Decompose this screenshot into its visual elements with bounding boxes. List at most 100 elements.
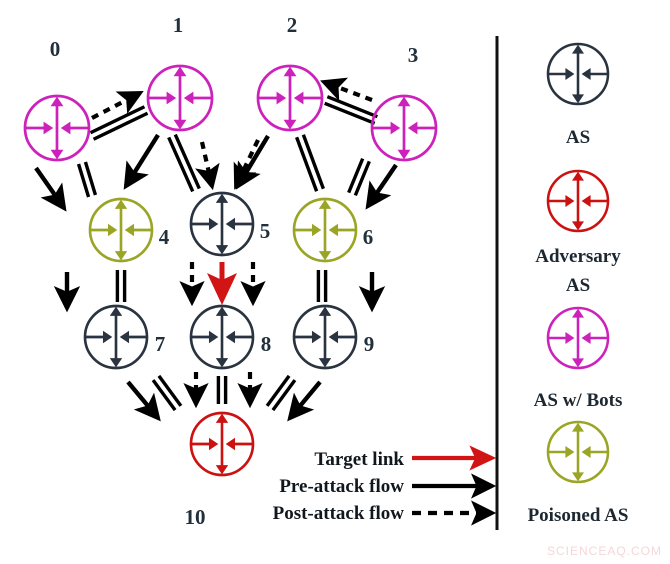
legend-label-poisoned: Poisoned AS (528, 505, 629, 526)
as-node-9[interactable]: 9 (292, 304, 375, 370)
edge-3-to-6-pre-attack (365, 163, 398, 210)
router-circle (292, 304, 358, 370)
arrow-left-head (225, 217, 236, 231)
edge-0-to-1-pre-attack-rail (89, 105, 146, 135)
as-node-7[interactable]: 7 (83, 304, 166, 370)
edge-2-to-6-pre-attack-rail (301, 134, 325, 190)
router-circle (256, 64, 324, 132)
as-node-2[interactable]: 2 (256, 13, 324, 132)
arrow-left-head (407, 121, 418, 135)
edge-9-to-10-pre-attack-rail (271, 379, 297, 412)
arrow-right-head (565, 68, 575, 80)
arrow-up-head (572, 44, 584, 54)
edge-0-to-1-post-attack (91, 91, 144, 120)
edge-0-to-4-pre-attack-rail (76, 163, 91, 198)
router-circle (189, 304, 255, 370)
as-node-6[interactable]: 6 (292, 197, 374, 263)
router-circle (546, 42, 610, 106)
router-glyph-4 (88, 197, 154, 263)
as-node-10[interactable]: 10 (185, 411, 255, 529)
as-node-0[interactable]: 0 (23, 37, 91, 162)
router-glyph-0 (23, 94, 91, 162)
legend-item-poisoned: Poisoned AS (528, 420, 629, 526)
arrow-up-head (215, 193, 229, 203)
arrow-right-head (311, 223, 322, 237)
legend-item-adversary2: AS (566, 275, 590, 296)
arrow-right-head (565, 195, 575, 207)
arrow-up-head (109, 306, 123, 316)
node-label-6: 6 (363, 225, 374, 249)
arrow-up-head (572, 422, 584, 432)
router-circle (146, 64, 214, 132)
arrow-right-head (43, 121, 54, 135)
router-glyph-3 (370, 94, 438, 162)
legend-flow-label-post_attack_flow: Post-attack flow (273, 503, 405, 524)
arrow-down-head (215, 358, 229, 368)
legend-glyph-adversary (546, 169, 610, 233)
router-circle (88, 197, 154, 263)
edge-3-to-6-pre-attack-rail (347, 157, 365, 194)
node-label-7: 7 (155, 332, 166, 356)
arrow-right-head (276, 91, 287, 105)
as-node-3[interactable]: 3 (370, 43, 438, 162)
router-circle (546, 420, 610, 484)
arrow-left-head (293, 91, 304, 105)
arrow-up-head (215, 413, 229, 423)
as-node-1[interactable]: 1 (146, 13, 214, 132)
watermark: SCIENCEAQ.COM (546, 544, 662, 558)
as-node-8[interactable]: 8 (189, 304, 271, 370)
edge-7-to-10-pre-attack-rail (157, 374, 183, 407)
arrow-down-head (572, 358, 584, 368)
arrow-right-head (390, 121, 401, 135)
arrow-up-head (283, 66, 297, 77)
router-glyph-5 (189, 191, 255, 257)
arrow-up-head (318, 199, 332, 209)
edge-9-to-10-pre-attack (287, 380, 322, 422)
router-circle (189, 411, 255, 477)
edge-7-to-10-pre-attack-rail (151, 379, 177, 412)
router-circle (546, 306, 610, 370)
legend-flow-post_attack_flow: Post-attack flow (273, 500, 497, 526)
edge-0-to-1-pre-attack-rail (92, 111, 149, 141)
arrow-down-head (50, 149, 64, 160)
edge-3-to-6-pre-attack-rail (353, 160, 371, 197)
arrow-left-head (581, 195, 591, 207)
legend-label-adversary2: AS (566, 275, 590, 296)
as-node-4[interactable]: 4 (88, 197, 170, 263)
as-node-5[interactable]: 5 (189, 191, 271, 257)
router-circle (292, 197, 358, 263)
router-glyph-10 (189, 411, 255, 477)
node-label-2: 2 (287, 13, 298, 37)
edge-0-to-4-pre-attack (34, 166, 67, 212)
arrow-up-head (50, 96, 64, 107)
legend-flow-pre_attack_flow: Pre-attack flow (279, 473, 497, 499)
edge-0-to-4-pre-attack-rail (83, 161, 98, 196)
router-circle (83, 304, 149, 370)
arrow-left-head (328, 223, 339, 237)
edge-7-to-10-pre-attack (126, 380, 161, 422)
arrow-down-head (318, 251, 332, 261)
router-circle (370, 94, 438, 162)
edge-9-to-10-pre-attack-rail (265, 374, 291, 407)
arrow-up-head (173, 66, 187, 77)
arrow-right-head (311, 330, 322, 344)
legend-glyph-as (546, 42, 610, 106)
arrow-right-head (102, 330, 113, 344)
arrow-up-head (397, 96, 411, 107)
router-glyph-1 (146, 64, 214, 132)
arrow-left-head (328, 330, 339, 344)
arrow-right-head (208, 330, 219, 344)
arrow-left-head (581, 68, 591, 80)
edge-1-to-5-post-attack (195, 141, 220, 191)
node-label-9: 9 (364, 332, 375, 356)
arrow-up-head (572, 308, 584, 318)
router-glyph-9 (292, 304, 358, 370)
router-glyph-2 (256, 64, 324, 132)
arrow-down-head (397, 149, 411, 160)
arrow-up-head (318, 306, 332, 316)
node-label-5: 5 (260, 219, 271, 243)
node-label-4: 4 (159, 225, 170, 249)
arrow-left-head (119, 330, 130, 344)
